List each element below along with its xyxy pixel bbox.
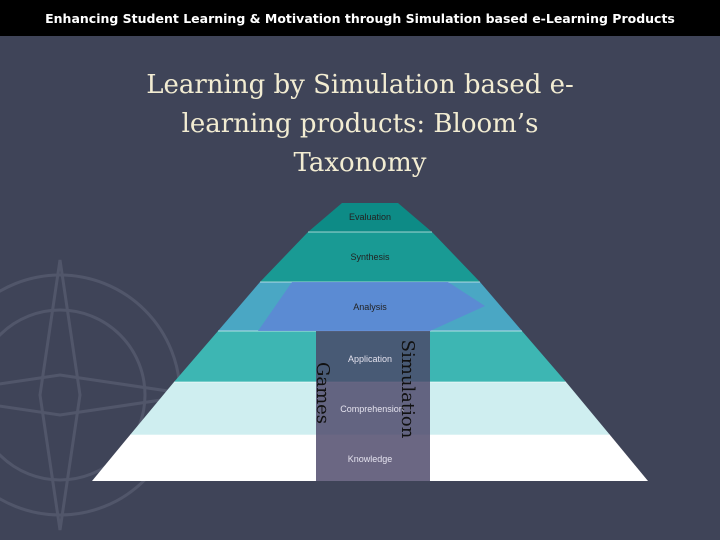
level-label-application: Application	[348, 354, 392, 364]
analysis-highlight-wedge	[258, 282, 485, 331]
level-label-comprehension: Comprehension	[340, 404, 404, 414]
games-label: Games	[312, 362, 333, 424]
slide-title: Learning by Simulation based e-learning …	[146, 70, 574, 178]
simulation-label: Simulation	[397, 340, 418, 439]
level-label-analysis: Analysis	[353, 302, 387, 312]
pyramid-band-synthesis	[260, 232, 480, 282]
banner-text: Enhancing Student Learning & Motivation …	[45, 10, 675, 26]
pyramid-band-evaluation	[308, 203, 432, 232]
level-label-evaluation: Evaluation	[349, 212, 391, 222]
games-simulation-overlay	[316, 331, 430, 481]
presentation-banner: Enhancing Student Learning & Motivation …	[0, 0, 720, 36]
level-label-synthesis: Synthesis	[350, 252, 390, 262]
level-label-knowledge: Knowledge	[348, 454, 393, 464]
